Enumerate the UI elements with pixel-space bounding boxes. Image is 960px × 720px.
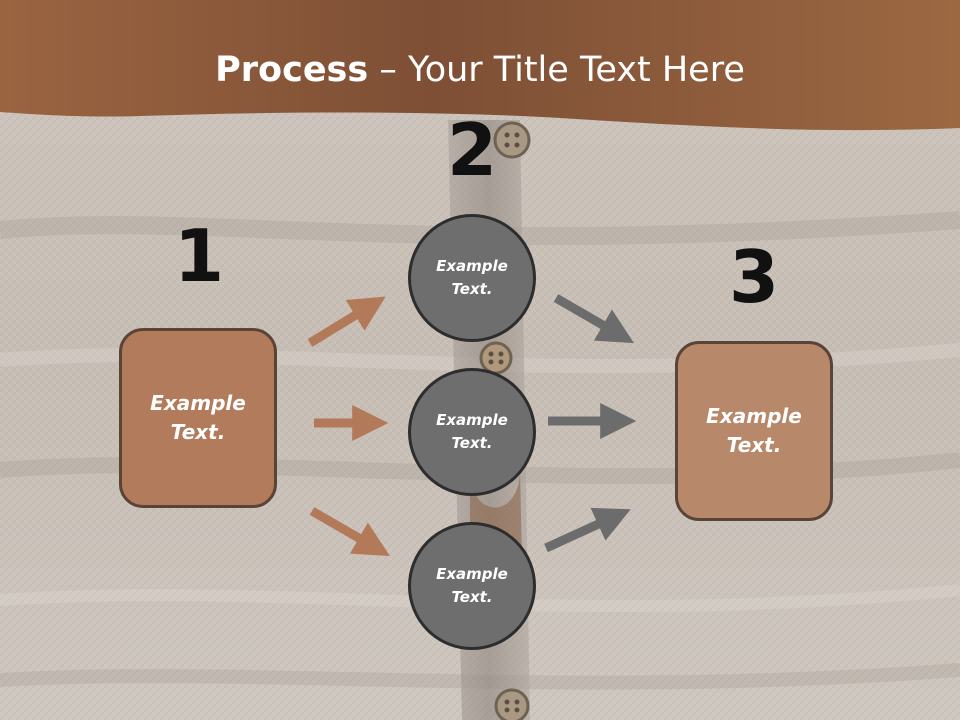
step3-label: Example Text. [706,404,802,457]
step2-circle-middle: Example Text. [408,368,536,496]
step2-circle-bottom: Example Text. [408,522,536,650]
arrow-step1-to-top [307,296,386,347]
arrow-step1-to-bottom [309,507,391,557]
step1-box: Example Text. [119,328,277,508]
step-number-1: 1 [173,214,225,298]
step2-circle-bottom-label: Example Text. [436,564,508,606]
step-number-3: 3 [728,235,780,319]
step2-circle-top-label: Example Text. [436,256,508,298]
arrow-top-to-step3 [553,294,635,344]
step2-circle-middle-label: Example Text. [436,410,508,452]
slide-title: Process – Your Title Text Here [0,50,960,90]
step2-circle-top: Example Text. [408,214,536,342]
step3-box: Example Text. [675,341,833,521]
step1-label: Example Text. [150,391,246,444]
title-rest: – Your Title Text Here [368,50,745,90]
arrow-bottom-to-step3 [544,507,631,553]
header-band [0,0,960,131]
step-number-2: 2 [446,108,498,192]
title-bold: Process [215,50,369,90]
